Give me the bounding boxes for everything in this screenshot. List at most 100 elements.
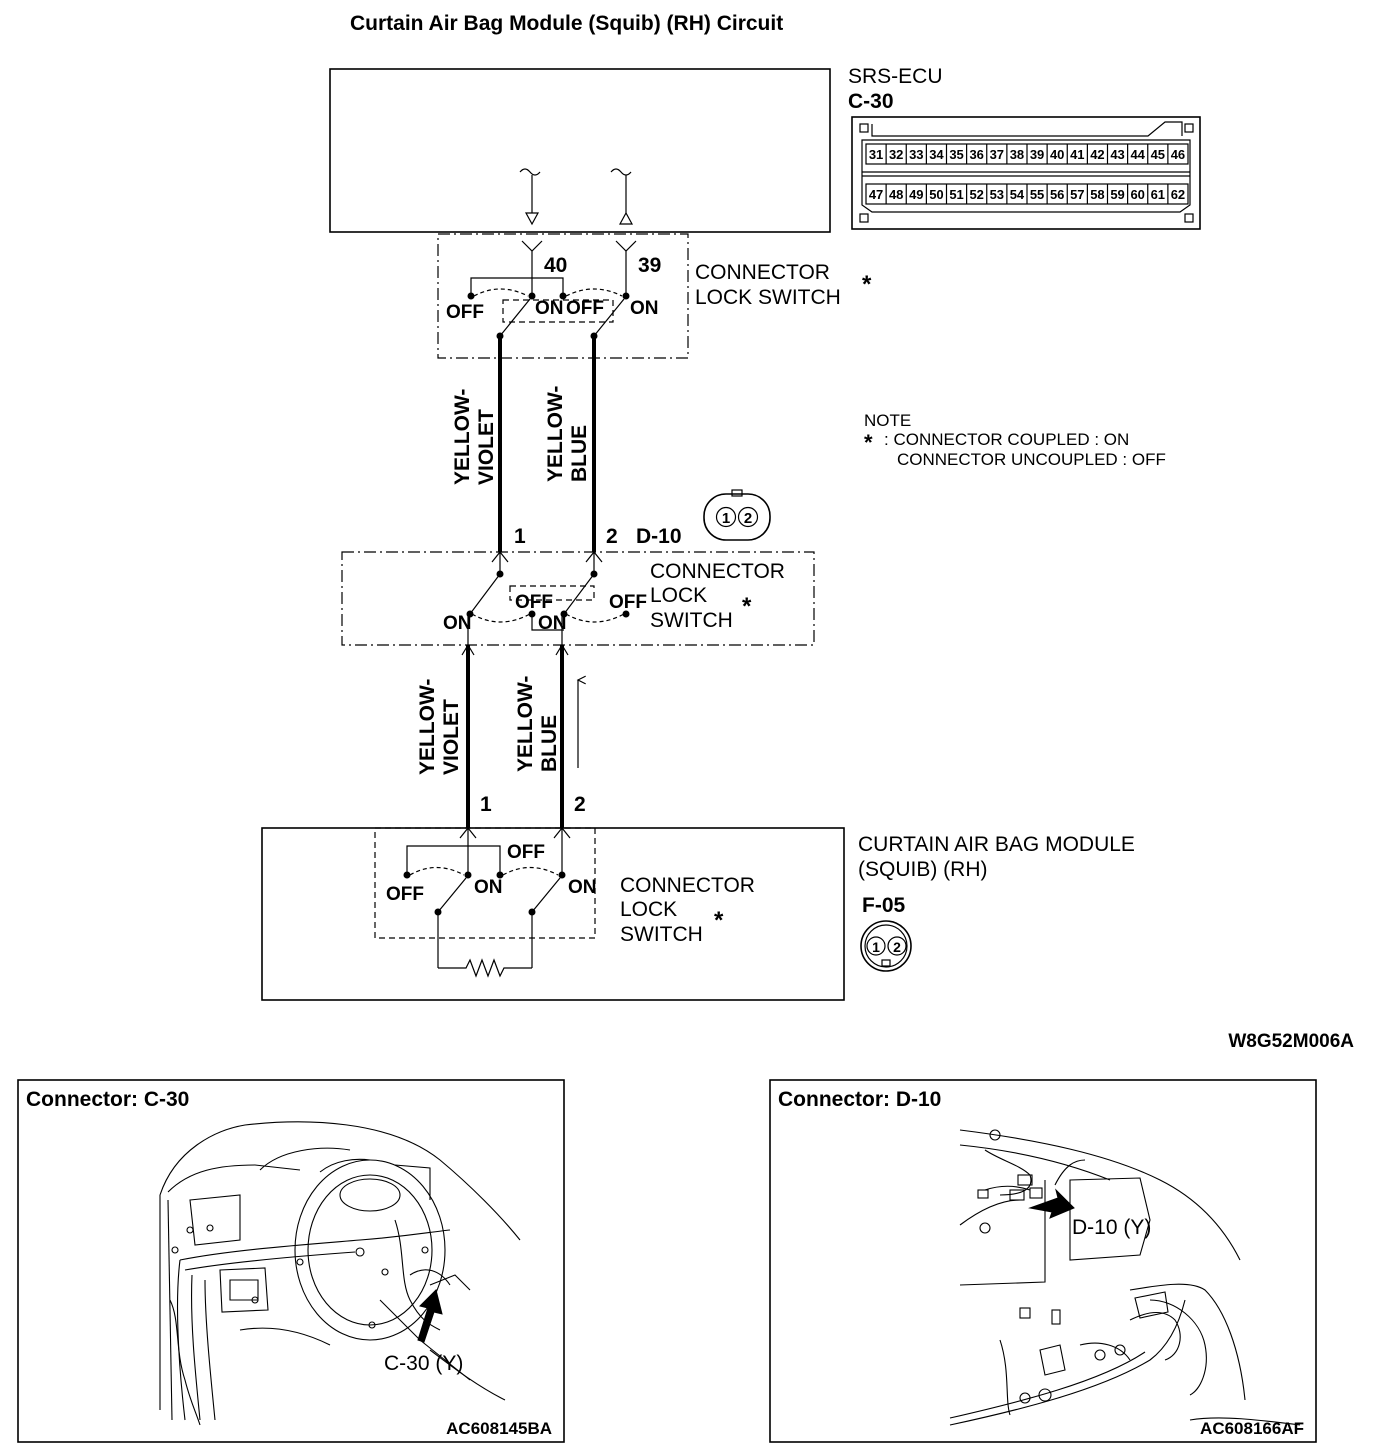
svg-text:OFF: OFF: [386, 884, 424, 905]
c30-pin-34: 34: [929, 147, 944, 162]
svg-text:OFF: OFF: [446, 302, 484, 323]
c30-pin-59: 59: [1110, 187, 1124, 202]
svg-text:BLUE: BLUE: [568, 425, 591, 482]
terminal-39-fork: [615, 240, 637, 252]
panel-c30-code: AC608145BA: [446, 1419, 552, 1438]
d10-pin2-label: 2: [606, 525, 618, 548]
ecu-internal-wire-a: [519, 168, 541, 226]
c30-pin-31: 31: [869, 147, 883, 162]
svg-text:VIOLET: VIOLET: [440, 699, 463, 775]
note-mark: *: [864, 430, 873, 455]
srs-ecu-label: SRS-ECU: [848, 65, 943, 88]
module-label-line2: (SQUIB) (RH): [858, 858, 988, 881]
c30-pin-36: 36: [969, 147, 983, 162]
terminal-40-label: 40: [544, 254, 567, 277]
d10-lock-switch-box: [341, 551, 815, 646]
svg-text:YELLOW-: YELLOW-: [514, 676, 537, 772]
module-pin1-label: 1: [480, 793, 492, 816]
c30-pin-49: 49: [909, 187, 923, 202]
c30-pin-39: 39: [1030, 147, 1044, 162]
c30-pin-51: 51: [949, 187, 963, 202]
f05-connector-icon: 1 2: [860, 920, 912, 972]
d10-code-label: D-10: [636, 525, 682, 548]
note-line1: : CONNECTOR COUPLED : ON: [884, 430, 1129, 449]
module-label-line1: CURTAIN AIR BAG MODULE: [858, 833, 1135, 856]
srs-ecu-box: [329, 68, 831, 233]
ecu-switch-blade-b: [593, 298, 625, 337]
module-pin2-label: 2: [574, 793, 586, 816]
svg-text:ON: ON: [535, 298, 564, 319]
panel-d10: [769, 1079, 1317, 1443]
c30-pin-37: 37: [990, 147, 1004, 162]
c30-pin-54: 54: [1010, 187, 1025, 202]
c30-pin-41: 41: [1070, 147, 1084, 162]
terminal-39-label: 39: [638, 254, 661, 277]
c30-pin-32: 32: [889, 147, 903, 162]
module-short-bar: [406, 845, 501, 875]
c30-pin-57: 57: [1070, 187, 1084, 202]
top-lock-switch-label-line2: LOCK SWITCH: [695, 286, 841, 309]
svg-text:ON: ON: [630, 298, 659, 319]
c30-pin-56: 56: [1050, 187, 1064, 202]
svg-text:2: 2: [744, 510, 752, 527]
svg-text:ON: ON: [474, 877, 503, 898]
diagram-code: W8G52M006A: [1228, 1031, 1354, 1052]
module-switch-label-line3: SWITCH: [620, 923, 703, 946]
wire-upper-right-label: YELLOW- BLUE: [544, 386, 591, 482]
c30-pin-58: 58: [1090, 187, 1104, 202]
d10-callout-arrow: [1028, 1188, 1075, 1219]
ecu-internal-wire-b: [610, 168, 634, 225]
ecu-short-bar: [470, 277, 564, 296]
note-block: NOTE * : CONNECTOR COUPLED : ON CONNECTO…: [864, 411, 1166, 469]
c30-pin-44: 44: [1130, 147, 1145, 162]
svg-text:OFF: OFF: [609, 592, 647, 613]
ecu-switch-blade-a: [499, 298, 531, 337]
ecu-lock-switch-box: [437, 233, 689, 359]
svg-text:YELLOW-: YELLOW-: [544, 386, 567, 482]
srs-ecu-code: C-30: [848, 90, 894, 113]
d10-vehicle-interior-illustration: [949, 1129, 1301, 1426]
d10-switch-mark: *: [742, 593, 752, 620]
svg-text:ON: ON: [538, 613, 567, 634]
c30-pin-48: 48: [889, 187, 903, 202]
d10-connector-icon: 1 2: [703, 489, 771, 541]
svg-text:1: 1: [722, 510, 730, 527]
c30-pin-52: 52: [969, 187, 983, 202]
c30-pin-50: 50: [929, 187, 943, 202]
d10-switch-blade-b: [563, 573, 595, 615]
module-switch-label-line1: CONNECTOR: [620, 874, 755, 897]
c30-pin-45: 45: [1151, 147, 1165, 162]
c30-pin-33: 33: [909, 147, 923, 162]
svg-text:ON: ON: [443, 613, 472, 634]
svg-text:OFF: OFF: [507, 842, 545, 863]
module-switch-label-line2: LOCK: [620, 898, 677, 921]
page-title: Curtain Air Bag Module (Squib) (RH) Circ…: [350, 12, 783, 35]
c30-pin-47: 47: [869, 187, 883, 202]
c30-pin-60: 60: [1130, 187, 1144, 202]
svg-text:2: 2: [893, 939, 901, 955]
c30-pin-35: 35: [949, 147, 963, 162]
c30-pin-53: 53: [990, 187, 1004, 202]
top-lock-switch-label-line1: CONNECTOR: [695, 261, 830, 284]
c30-pin-61: 61: [1151, 187, 1165, 202]
wire-lower-right-label: YELLOW- BLUE: [514, 676, 561, 772]
c30-pin-46: 46: [1171, 147, 1185, 162]
squib-resistor: [438, 958, 532, 978]
svg-text:YELLOW-: YELLOW-: [416, 679, 439, 775]
c30-pin-55: 55: [1030, 187, 1044, 202]
svg-text:OFF: OFF: [515, 592, 553, 613]
c30-callout-label: C-30 (Y): [384, 1352, 463, 1375]
top-lock-switch-mark: *: [862, 271, 872, 298]
panel-d10-code: AC608166AF: [1200, 1419, 1304, 1438]
d10-switch-label-line3: SWITCH: [650, 609, 733, 632]
svg-text:1: 1: [872, 939, 880, 955]
wire-upper-left-label: YELLOW- VIOLET: [451, 389, 498, 485]
c30-pin-38: 38: [1010, 147, 1024, 162]
note-heading: NOTE: [864, 411, 911, 430]
svg-text:VIOLET: VIOLET: [475, 409, 498, 485]
module-code-label: F-05: [862, 894, 906, 917]
note-line2: CONNECTOR UNCOUPLED : OFF: [897, 450, 1166, 469]
d10-switch-label-line2: LOCK: [650, 584, 707, 607]
curtain-air-bag-module-box: [261, 827, 845, 1001]
